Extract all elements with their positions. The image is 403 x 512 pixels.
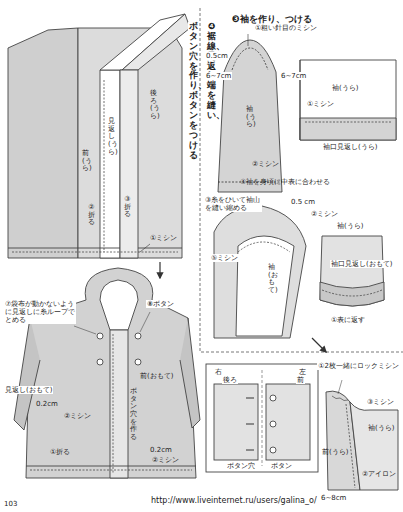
dimension: 6~7cm bbox=[280, 72, 307, 80]
part-name: 袖口見返し(おもて) bbox=[330, 260, 393, 268]
step-note: ⑧ボタン bbox=[146, 300, 175, 308]
part-name: 袖(うら) bbox=[336, 222, 364, 230]
step-note: ①粗い針目のミシン bbox=[254, 24, 318, 32]
dimension: 0.5 cm bbox=[290, 198, 316, 206]
part-name: 前(うら) bbox=[82, 150, 89, 173]
part-name: 袖口見返し(うら) bbox=[322, 143, 378, 151]
step-note: ②ミシン bbox=[252, 160, 279, 168]
table-cell: 左 bbox=[298, 368, 307, 376]
step-note: ②ミシン bbox=[152, 456, 179, 464]
step-note: ①2枚一緒にロックミシン bbox=[317, 362, 400, 370]
dimension: 6~8cm bbox=[320, 494, 347, 502]
step-note: ②ミシン bbox=[310, 210, 339, 218]
step-note: ②アイロン bbox=[362, 470, 396, 478]
dimension: 0.2cm bbox=[150, 446, 172, 454]
part-name: 後ろ(うら) bbox=[150, 90, 157, 121]
step-heading: ボタン穴を作り、ボタンをつける bbox=[188, 22, 199, 160]
table-cell: ボタン穴 bbox=[226, 462, 256, 470]
step-note: ボタン穴を作る bbox=[130, 388, 137, 442]
step-note: ①折る bbox=[50, 448, 70, 456]
part-name: 見返し(うら) bbox=[108, 118, 115, 156]
step-note: ④袖を身頃に中表に合わせる bbox=[240, 178, 330, 186]
step-note: ③糸をひいて袖山を縫い縮める bbox=[204, 196, 262, 212]
step-note: ③折る bbox=[124, 196, 131, 219]
dimension: 0.2cm bbox=[36, 400, 58, 408]
step-note: ⑦袋布が動かないように見返しに糸ループでとめる bbox=[4, 300, 76, 324]
part-name: 袖(うら) bbox=[246, 106, 253, 129]
table-cell: 後ろ bbox=[222, 376, 238, 384]
step-note: ①ミシン bbox=[306, 100, 335, 108]
step-note: ②折る bbox=[88, 204, 95, 227]
table-cell: 右 bbox=[214, 368, 223, 376]
step-heading: ❸袖を作り、つける bbox=[232, 14, 312, 24]
dimension: 0.5cm bbox=[205, 52, 229, 60]
step-note: ①ミシン bbox=[150, 234, 177, 242]
table-cell: ボタン bbox=[270, 462, 293, 470]
step-note: ①表に返す bbox=[330, 316, 366, 324]
page-number: 103 bbox=[4, 500, 17, 508]
part-name: 前(おもて) bbox=[140, 372, 173, 380]
part-name: 見返し(おもて) bbox=[4, 386, 53, 394]
part-name: 袖(うら) bbox=[332, 84, 358, 92]
step-note: ⑤ミシン bbox=[210, 254, 239, 262]
part-name: 袖(おもて) bbox=[268, 264, 275, 295]
dimension: 6~7cm bbox=[205, 72, 232, 80]
table-cell: 前 bbox=[296, 376, 305, 384]
step-note: ②ミシン bbox=[64, 412, 91, 420]
watermark: http://www.liveinternet.ru/users/galina_… bbox=[150, 496, 318, 505]
part-name: 前(うら) bbox=[322, 448, 348, 456]
step-note: ③ミシン bbox=[366, 398, 395, 406]
part-name: 袖(うら) bbox=[368, 424, 394, 432]
